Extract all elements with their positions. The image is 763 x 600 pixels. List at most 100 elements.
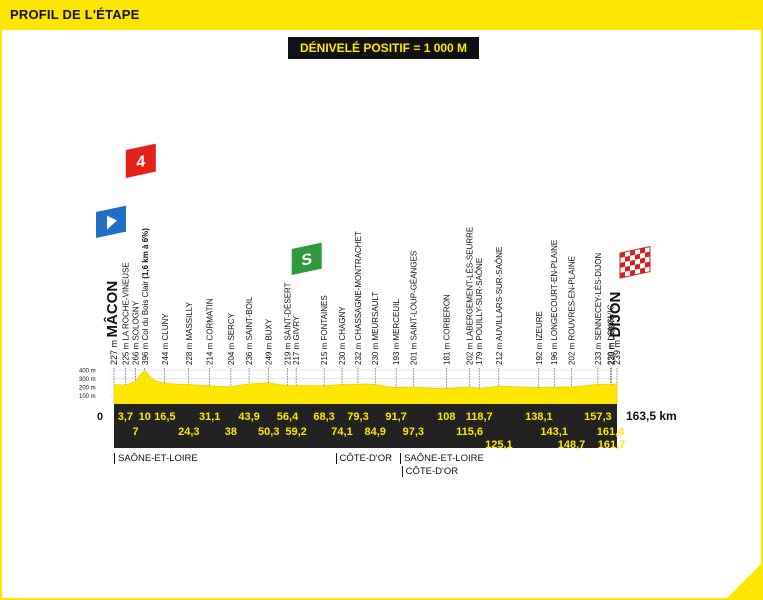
town-name: MEURSAULT [371, 292, 380, 341]
town-label: 202 m ROUVRES-EN-PLAINE [568, 256, 577, 365]
town-name: LA ROCHE-VINEUSE [121, 262, 130, 340]
town-name: MASSILLY [185, 301, 194, 340]
town-name: ROUVRES-EN-PLAINE [568, 256, 577, 340]
town-name: LONGECOURT-EN-PLAINE [550, 240, 559, 341]
checker-square [630, 249, 635, 256]
town-altitude: 217 m [292, 341, 301, 365]
town-name: DIJON [608, 316, 617, 340]
checker-square [645, 246, 650, 253]
town-name: GIVRY [292, 315, 301, 340]
town-label: 204 m SERCY [227, 312, 236, 365]
header-title: PROFIL DE L'ÉTAPE [10, 7, 140, 22]
start-flag-icon [96, 205, 126, 238]
town-label: 225 m LA ROCHE-VINEUSE [121, 262, 130, 365]
frame-right-border [761, 30, 763, 600]
checker-square [635, 258, 640, 265]
town-label: 214 m CORMATIN [206, 298, 215, 365]
town-altitude: 239 m [612, 337, 622, 365]
town-label: 219 m SAINT-DÉSERT [284, 282, 293, 365]
climb-flag-icon [125, 143, 156, 178]
town-label: 215 m FONTAINES [320, 295, 329, 365]
region-label: SAÔNE-ET-LOIRE [400, 453, 484, 464]
checker-square [640, 262, 645, 269]
km-label: 68,3 [313, 411, 334, 423]
town-name: IZEURE [535, 311, 544, 340]
km-label: 97,3 [403, 426, 424, 438]
elevation-profile-area [113, 369, 618, 405]
checker-square [635, 248, 640, 255]
checker-square [645, 256, 650, 263]
total-distance-label: 163,5 km [626, 409, 677, 423]
checker-square [640, 247, 645, 254]
town-label: 196 m LONGECOURT-EN-PLAINE [550, 240, 559, 365]
town-name: SAINT-LOUP-GÉANGES [409, 251, 418, 341]
town-altitude: 230 m [371, 341, 380, 365]
km-label: 79,3 [347, 411, 368, 423]
town-altitude: 230 m [608, 341, 617, 365]
km-label: 7 [132, 426, 138, 438]
town-label: 232 m CHASSAGNE-MONTRACHET [354, 231, 363, 365]
town-altitude: 244 m [161, 341, 170, 365]
town-altitude: 228 m [185, 341, 194, 365]
town-label: 227 m MÂCON [103, 281, 121, 365]
km-label: 38 [225, 426, 237, 438]
km-label: 24,3 [178, 426, 199, 438]
checker-square [640, 267, 645, 274]
km-label: 148,7 [558, 439, 586, 451]
town-name: SERCY [227, 312, 236, 340]
climb-marker: 4 [125, 143, 156, 178]
checker-square [625, 265, 630, 272]
checker-square [625, 255, 630, 262]
town-label: 244 m CLUNY [161, 313, 170, 365]
town-altitude: 193 m [392, 341, 401, 365]
town-name: POUILLY-SUR-SAÔNE [475, 258, 484, 341]
km-label: 161,4 [597, 426, 625, 438]
town-label: 266 m SOLOGNY [132, 300, 141, 365]
altitude-tick-label: 400 m [79, 369, 96, 375]
km-label: 157,3 [584, 411, 612, 423]
km-label: 10 [139, 411, 151, 423]
town-altitude: 196 m [550, 341, 559, 365]
km-label: 43,9 [238, 411, 259, 423]
town-label: 181 m CORBERON [442, 294, 451, 365]
km-label: 143,1 [540, 426, 568, 438]
checker-square [620, 271, 625, 278]
town-label: 179 m POUILLY-SUR-SAÔNE [475, 258, 484, 365]
town-label: 229 m LONGVIC [607, 304, 616, 365]
town-altitude: 219 m [284, 341, 293, 365]
town-altitude: 202 m [568, 341, 577, 365]
checker-square [620, 266, 625, 273]
sprint-marker: S [291, 242, 322, 275]
town-altitude: 201 m [409, 341, 418, 365]
km-label: 125,1 [485, 439, 513, 451]
town-altitude: 204 m [227, 341, 236, 365]
km-label: 115,6 [456, 426, 483, 438]
checker-square [635, 253, 640, 260]
checker-square [640, 252, 645, 259]
km-label: 16,5 [154, 411, 175, 423]
region-label: CÔTE-D'OR [401, 466, 458, 477]
town-label: 249 m BUXY [265, 318, 274, 365]
km-label: 108 [437, 411, 455, 423]
km-label: 161,7 [598, 439, 626, 451]
town-name: BUXY [265, 318, 274, 340]
town-name: SAINT-BOIL [245, 296, 254, 341]
town-altitude: 215 m [320, 341, 329, 365]
finish-flag-icon [619, 246, 651, 279]
km-label: 74,1 [331, 426, 352, 438]
frame-left-border [0, 30, 2, 600]
km-label: 50,3 [258, 426, 279, 438]
climb-category: 4 [136, 152, 145, 172]
town-altitude: 181 m [442, 341, 451, 365]
altitude-tick-label: 100 m [79, 394, 96, 400]
town-altitude: 202 m [466, 341, 475, 365]
header-bar: PROFIL DE L'ÉTAPE [0, 0, 763, 30]
town-name: SOLOGNY [132, 300, 141, 340]
sprint-letter: S [301, 250, 312, 270]
km-label: 138,1 [525, 411, 553, 423]
town-name: CLUNY [161, 313, 170, 341]
checker-square [625, 260, 630, 267]
town-name: SENNECEY-LÈS-DIJON [594, 253, 603, 341]
sprint-flag-icon [291, 242, 322, 275]
